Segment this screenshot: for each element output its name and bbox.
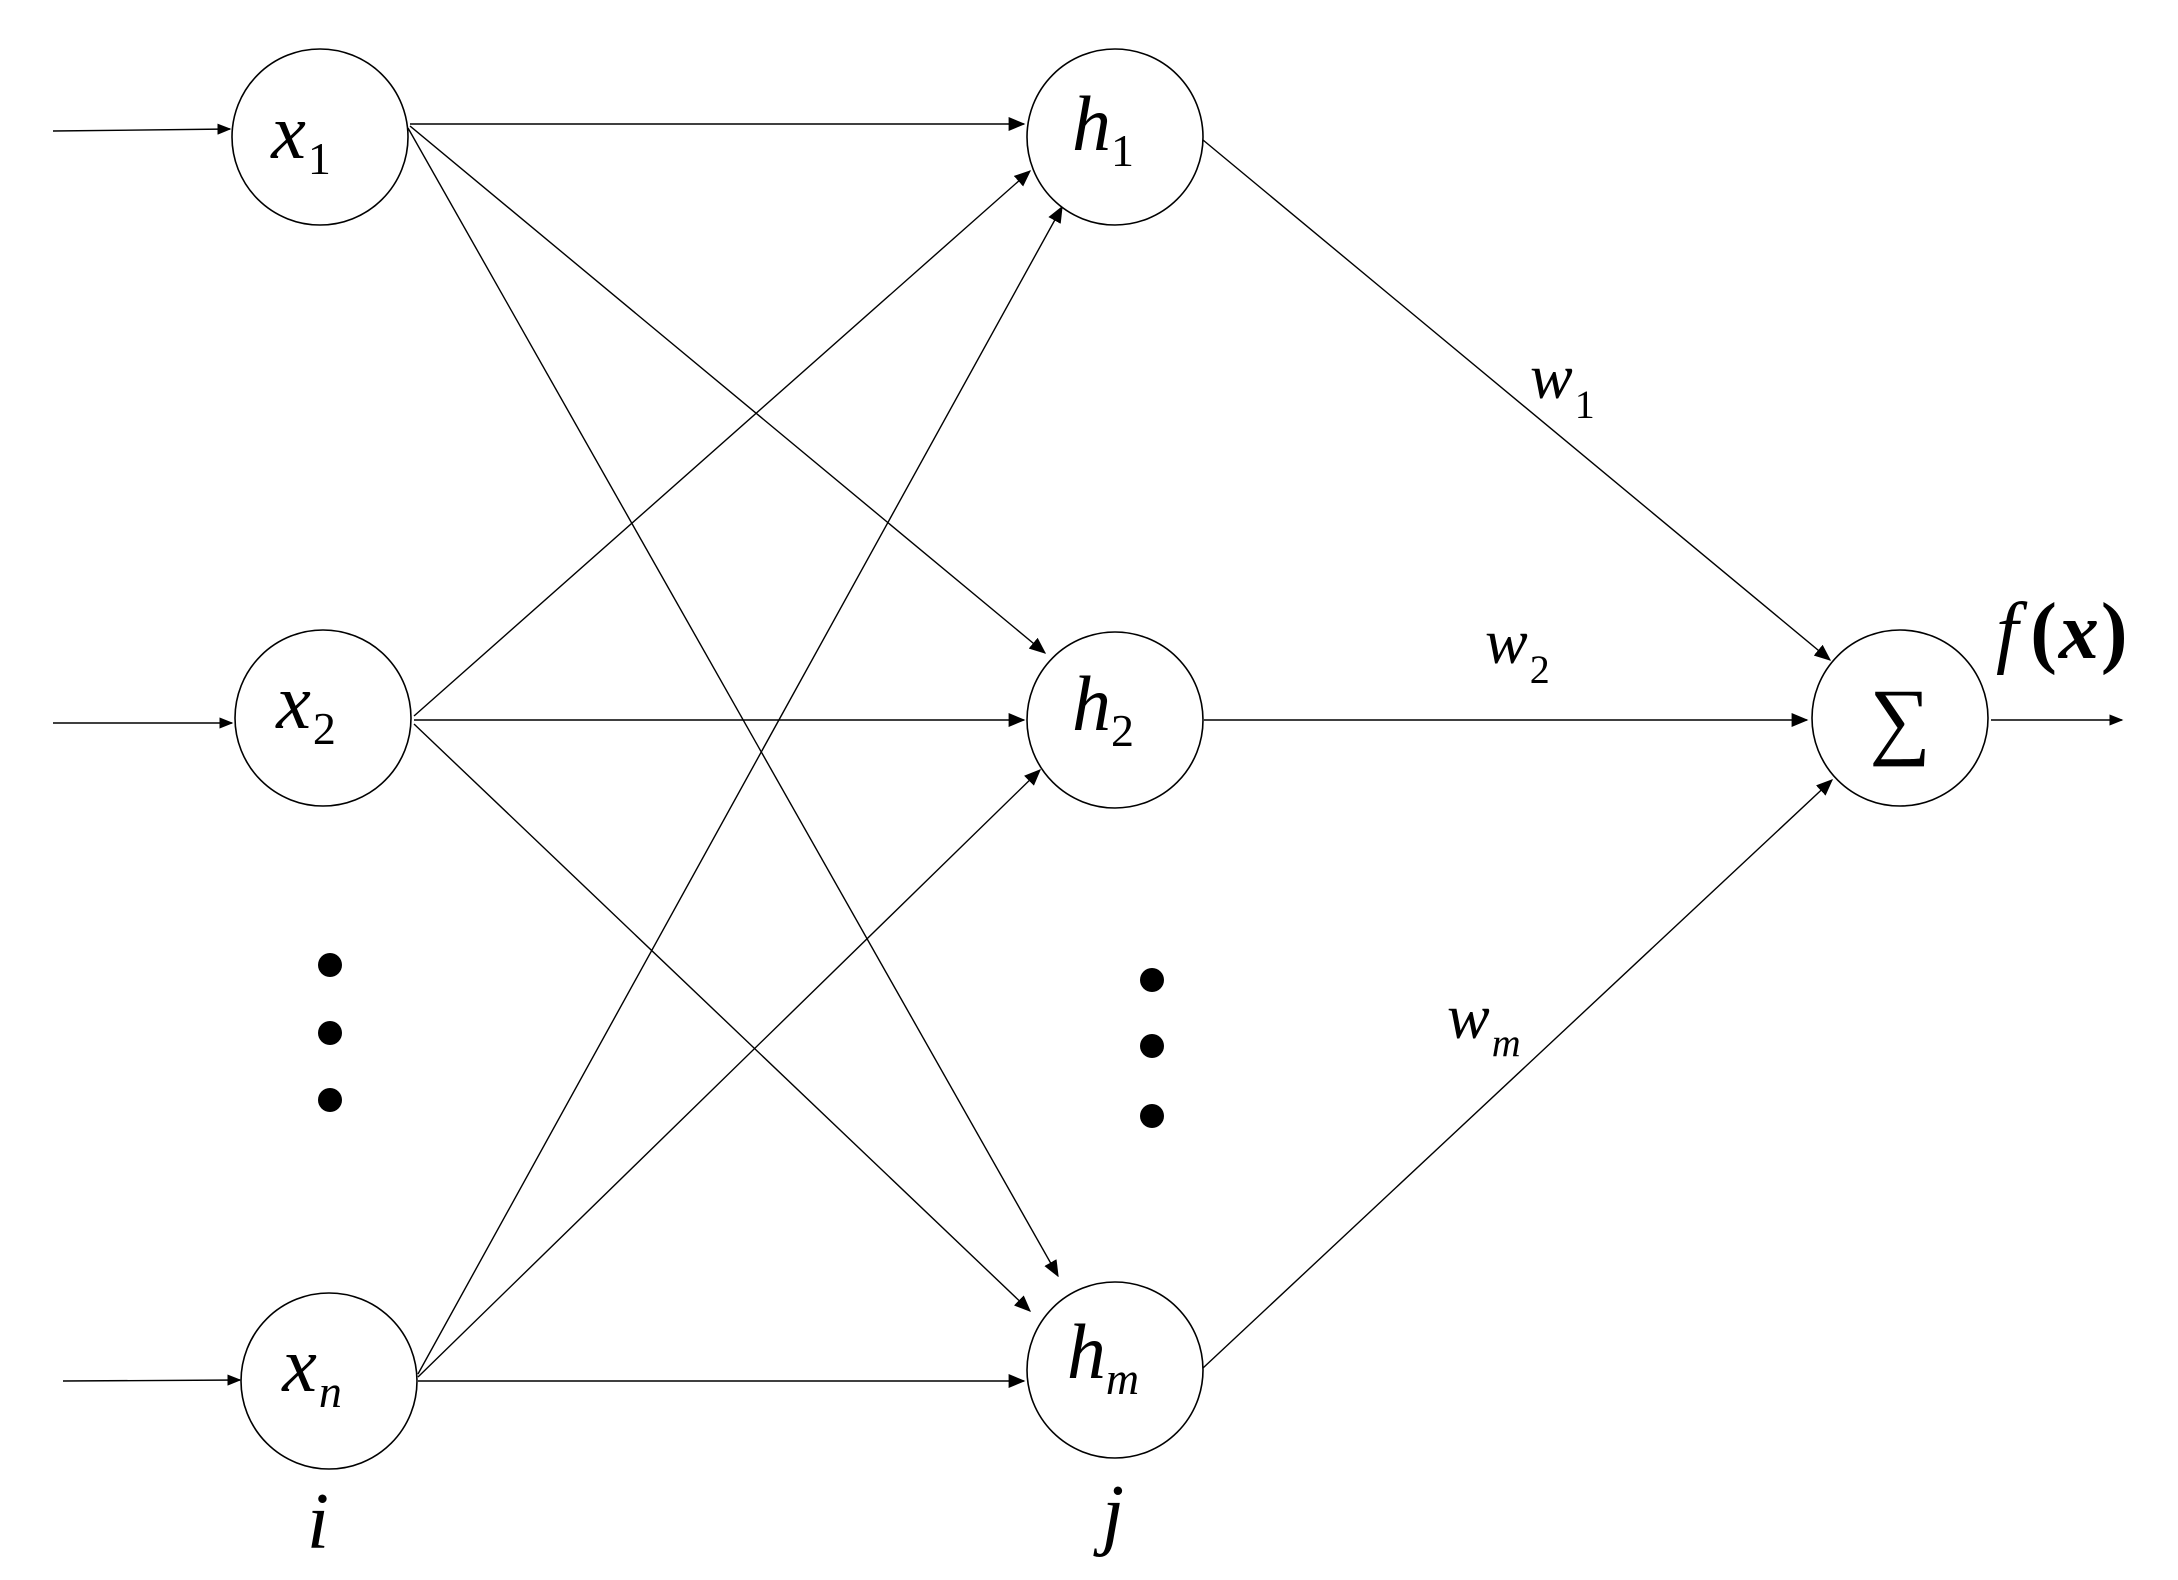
input-arrow-xn (62, 1374, 242, 1386)
edge-h1-sum (1202, 139, 1832, 661)
output-node-sum: ∑ (1811, 629, 1989, 807)
svg-text:h1: h1 (1072, 80, 1134, 176)
sigma-symbol: ∑ (1869, 671, 1930, 767)
weight-label-wm: wm (1447, 981, 1521, 1065)
hidden-node-h1: h1 (1026, 48, 1204, 226)
input-ellipsis (318, 953, 342, 1112)
hidden-output-edges (1202, 139, 2124, 1369)
hidden-ellipsis (1140, 968, 1164, 1128)
input-hidden-edges (407, 117, 1063, 1388)
edge-x1-h2 (409, 125, 1047, 654)
edge-hm-sum (1202, 779, 1834, 1369)
input-node-xn: xn (240, 1292, 418, 1470)
input-arrow-x1 (52, 123, 232, 135)
edge-x2-h1 (413, 170, 1032, 717)
edge-x1-hm (407, 127, 1059, 1278)
edge-xn-h2 (417, 769, 1042, 1378)
svg-text:h2: h2 (1072, 660, 1134, 756)
input-node-x1: x1 (231, 48, 409, 226)
index-label-j: j (1093, 1470, 1124, 1558)
output-label: f(x) (1996, 588, 2128, 676)
svg-text:x2: x2 (275, 658, 336, 754)
svg-text:x1: x1 (270, 88, 331, 184)
hidden-node-h2: h2 (1026, 631, 1204, 809)
hidden-node-hm: hm (1026, 1281, 1204, 1459)
weight-label-w1: w1 (1530, 341, 1595, 427)
input-arrows (52, 123, 242, 1386)
input-node-x2: x2 (234, 629, 412, 807)
edge-x2-hm (413, 723, 1032, 1312)
weight-label-w2: w2 (1485, 606, 1550, 692)
svg-text:xn: xn (281, 1321, 342, 1417)
edge-xn-h1 (417, 205, 1063, 1375)
svg-text:hm: hm (1067, 1308, 1139, 1404)
index-label-i: i (307, 1478, 329, 1566)
